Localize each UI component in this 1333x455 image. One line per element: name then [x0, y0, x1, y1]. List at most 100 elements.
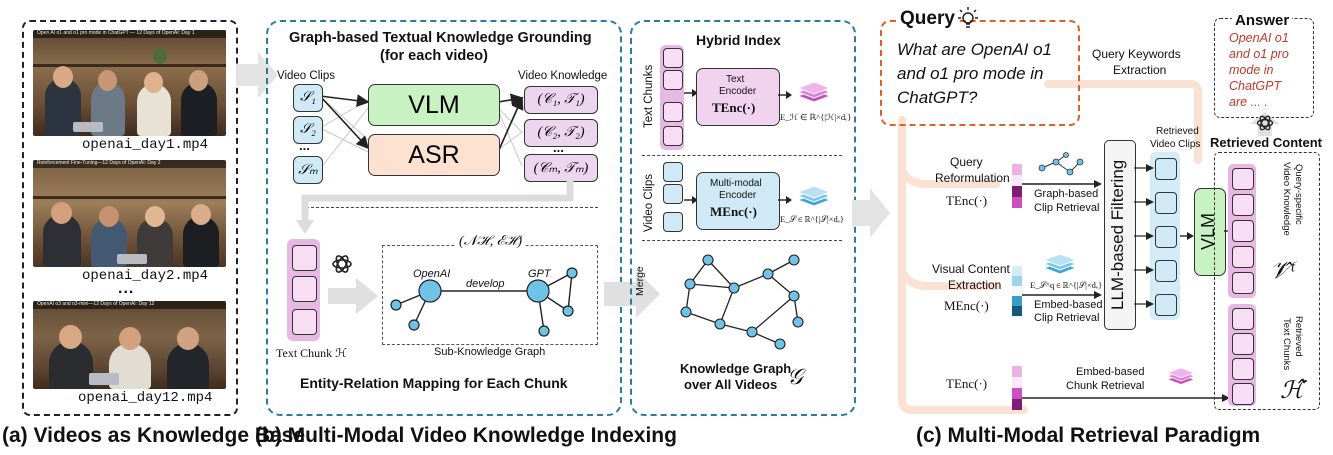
encoder-to-emb-arrow [778, 91, 792, 99]
grounding-connections [319, 93, 524, 170]
kg-title-line2: over All Videos [684, 377, 778, 392]
video-thumbnail-day1[interactable]: Open AI o1 and o1 pro mode in ChatGPT — … [33, 30, 226, 136]
knowledge-cm: (𝒞ₘ, 𝒯ₘ) [524, 154, 598, 182]
query-reform-line2: Reformulation [935, 171, 1010, 185]
video-clips-label: Video Clips [277, 70, 335, 82]
retrieval-flow-background [898, 80, 1202, 414]
mm-encoder-block [696, 172, 780, 230]
person [167, 343, 209, 389]
person-head [177, 327, 199, 350]
text-embedding-formula: E_ℋ ∈ ℝ^{|ℋ|×dₑ} [780, 112, 852, 122]
person-head [98, 70, 117, 91]
thumb-title-bar [33, 30, 226, 38]
menc-label: MEnc(·) [944, 298, 989, 313]
person-head [189, 70, 208, 91]
mapping-title: Entity-Relation Mapping for Each Chunk [300, 375, 568, 391]
flow-arrow-b-to-c [852, 188, 890, 238]
retrieved-clip-cell [1155, 226, 1177, 248]
v-hat-symbol: 𝒱̂ᵗ [1270, 258, 1295, 284]
person-head [53, 66, 73, 88]
hybrid-text-cell [663, 48, 683, 68]
tenc-label: TEnc(·) [946, 193, 988, 208]
subgraph-label: Sub-Knowledge Graph [434, 346, 546, 358]
section-divider [306, 207, 598, 208]
keywords-line1: Query Keywords [1092, 47, 1181, 61]
answer-title: Answer [1232, 12, 1293, 29]
hybrid-divider [642, 155, 842, 156]
retrieved-clip-cell [1155, 192, 1177, 214]
person-head [144, 72, 163, 93]
kg-title-line1: Knowledge Graph [680, 361, 792, 376]
text-to-encoder-arrow [684, 89, 698, 97]
plant [153, 48, 167, 64]
knowledge-c2: (𝒞₂, 𝒯₂) [524, 119, 598, 147]
video-filename-day12: openai_day12.mp4 [78, 390, 213, 406]
hybrid-clip-cell [663, 162, 683, 182]
asr-block: ASR [368, 134, 500, 176]
video-filename-day2: openai_day2.mp4 [82, 268, 209, 284]
retrieved-clips-line1: Retrieved [1156, 126, 1199, 137]
text-encoder-line2: Encoder [719, 86, 757, 97]
embed-clip-formula: E_𝒮^q ∈ ℝ^{|𝒮|×dₑ} [1030, 280, 1103, 290]
answer-line4: ChatGPT [1229, 79, 1282, 93]
subgraph-formula: (𝒩ℋ, ℰℋ) [456, 234, 526, 250]
panel-a-caption: (a) Videos as Knowledge Base [2, 424, 306, 447]
laptop [73, 122, 103, 132]
visual-emb-bar [1012, 266, 1022, 316]
chunk-cell [1232, 308, 1254, 330]
chunk-retrieval-arrow [1022, 394, 1230, 402]
chunk-embedding-layers-icon [1166, 367, 1196, 385]
query-box[interactable] [880, 20, 1080, 126]
text-chunks-vertical-label: Text Chunks [643, 64, 655, 128]
query-title: Query [896, 8, 959, 30]
video-thumbnail-day12[interactable]: OpenAI o3 and o3-mini—12 Days of OpenAI:… [33, 301, 226, 389]
text-embedding-layers-icon [796, 81, 832, 103]
clip-embedding-layers-icon [1042, 253, 1078, 275]
chunk-cell [1232, 358, 1254, 380]
answer-line3: mode in [1229, 63, 1274, 77]
thumb-title-bar [33, 160, 226, 168]
shelf [33, 64, 226, 67]
knowledge-to-chunk-arrow [296, 180, 574, 234]
chunk-retrieval-line1: Embed-based [1076, 366, 1145, 378]
hybrid-text-cell [663, 70, 683, 90]
video-knowledge-label: Video Knowledge [518, 70, 608, 82]
answer-line2: and o1 pro [1229, 47, 1289, 61]
retrieved-chunks-line1: Retrieved [1293, 316, 1304, 357]
knowledge-cell [1232, 246, 1254, 268]
panel-b-caption: (b) Multi-Modal Video Knowledge Indexing [255, 424, 677, 447]
tenc-label-2: TEnc(·) [946, 376, 988, 391]
chunk-to-subgraph-arrow [328, 278, 378, 314]
clip-dots: ... [299, 138, 310, 153]
openai-logo-icon [1256, 115, 1274, 131]
text-chunk-cell [292, 245, 317, 271]
person [181, 82, 217, 136]
knowledge-cell [1232, 194, 1254, 216]
answer-up-arrow [1250, 112, 1280, 136]
retrieved-chunks-line2: Text Chunks [1281, 318, 1292, 371]
graph-retrieval-line2: Clip Retrieval [1034, 202, 1100, 214]
clip-s1: 𝒮₁ [293, 84, 323, 112]
knowledge-cell [1232, 272, 1254, 294]
edge-develop-label: develop [466, 278, 505, 290]
embed-clip-line2: Clip Retrieval [1034, 312, 1100, 324]
clips-to-encoder-arrow [684, 196, 698, 204]
panel-c-caption: (c) Multi-Modal Retrieval Paradigm [916, 424, 1261, 447]
text-chunk-label: Text Chunk ℋ [276, 346, 348, 360]
knowledge-c1: (𝒞₁, 𝒯₁) [524, 86, 598, 114]
kg-symbol: 𝒢 [787, 364, 803, 389]
text-encoder-fn: TEnc(·) [712, 100, 756, 115]
hybrid-text-cell [663, 102, 683, 122]
chunk-retrieval-line2: Chunk Retrieval [1066, 380, 1145, 392]
query-specific-line2: Video Knowledge [1281, 162, 1292, 236]
video-thumbnail-day2[interactable]: Reinforcement Fine-Tuning—12 Days of Ope… [33, 160, 226, 267]
clip-s2: 𝒮₂ [293, 116, 323, 144]
graph-retrieval-line1: Graph-based [1034, 188, 1099, 200]
videos-ellipsis: ... [118, 280, 135, 297]
flow-arrow-to-merge [604, 270, 660, 318]
retrieved-clip-cell [1155, 294, 1177, 316]
mm-encoder-line1: Multi-modal [710, 178, 762, 189]
retrieved-clip-cell [1155, 260, 1177, 282]
person-head [191, 204, 211, 225]
visual-extract-line1: Visual Content [932, 262, 1010, 276]
